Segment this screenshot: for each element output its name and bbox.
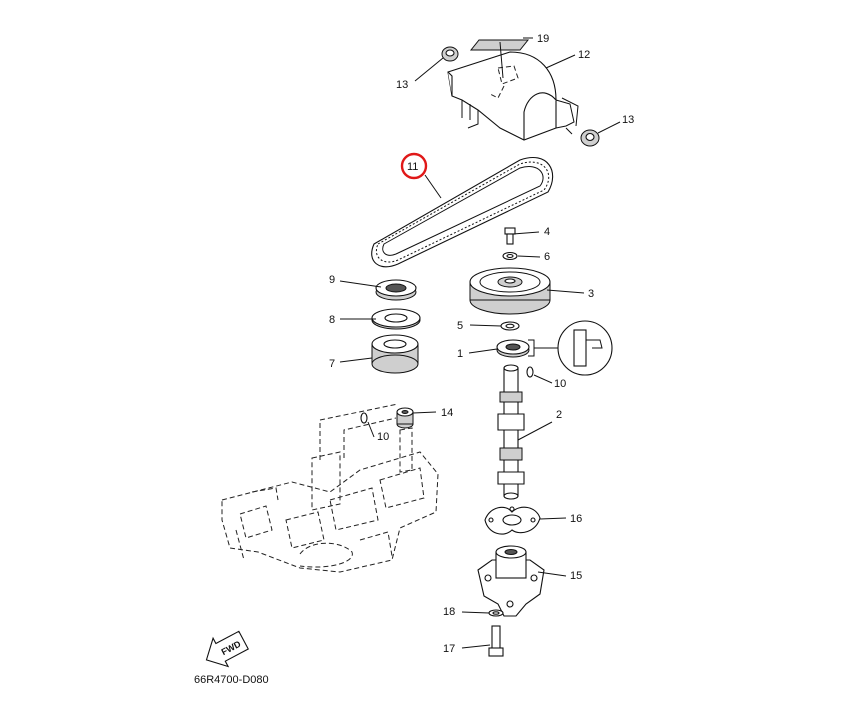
washer-part bbox=[502, 251, 518, 261]
bearing-part bbox=[496, 339, 530, 358]
grommet-part bbox=[441, 46, 459, 62]
highlight-ring bbox=[400, 152, 428, 180]
camshaft-part bbox=[497, 364, 525, 500]
detail-inset bbox=[528, 320, 613, 376]
drive-pulley-part bbox=[371, 334, 419, 374]
callout-7[interactable]: 7 bbox=[329, 358, 335, 370]
washer-part bbox=[500, 321, 520, 331]
bolt-part bbox=[504, 227, 516, 245]
callout-17[interactable]: 17 bbox=[443, 643, 455, 655]
callout-4[interactable]: 4 bbox=[544, 226, 550, 238]
callout-9[interactable]: 9 bbox=[329, 274, 335, 286]
callout-15[interactable]: 15 bbox=[570, 570, 582, 582]
dowel-pin-part bbox=[526, 366, 534, 378]
callout-6[interactable]: 6 bbox=[544, 251, 550, 263]
callout-19[interactable]: 19 bbox=[537, 33, 549, 45]
timing-belt-part bbox=[371, 157, 554, 268]
oil-seal-part bbox=[375, 279, 417, 301]
callout-8[interactable]: 8 bbox=[329, 314, 335, 326]
oil-pump-part bbox=[477, 545, 545, 617]
callout-labels: 19 12 13 13 11 4 6 3 9 8 5 1 7 10 14 10 … bbox=[329, 33, 634, 655]
callout-16[interactable]: 16 bbox=[570, 513, 582, 525]
callout-10[interactable]: 10 bbox=[554, 378, 566, 390]
decal-part bbox=[469, 39, 530, 51]
camshaft-pulley-part bbox=[469, 267, 551, 315]
callout-5[interactable]: 5 bbox=[457, 320, 463, 332]
grommet-part bbox=[580, 129, 600, 147]
callout-18[interactable]: 18 bbox=[443, 606, 455, 618]
belt-cover-part bbox=[447, 51, 579, 141]
washer-part bbox=[488, 609, 504, 617]
leader-lines bbox=[339, 37, 621, 649]
callout-3[interactable]: 3 bbox=[588, 288, 594, 300]
diagram-code: 66R4700-D080 bbox=[194, 674, 269, 686]
callout-10[interactable]: 10 bbox=[377, 431, 389, 443]
callout-2[interactable]: 2 bbox=[556, 409, 562, 421]
bolt-part bbox=[488, 625, 504, 657]
callout-14[interactable]: 14 bbox=[441, 407, 453, 419]
callout-1[interactable]: 1 bbox=[457, 348, 463, 360]
cap-part bbox=[396, 407, 414, 429]
callout-12[interactable]: 12 bbox=[578, 49, 590, 61]
callout-11[interactable]: 11 bbox=[407, 161, 418, 173]
callout-13[interactable]: 13 bbox=[396, 79, 408, 91]
callout-13[interactable]: 13 bbox=[622, 114, 634, 126]
fwd-arrow: FWD bbox=[205, 630, 249, 668]
dowel-pin-part bbox=[360, 412, 368, 424]
plate-part bbox=[371, 308, 421, 330]
cylinder-block-outline bbox=[221, 403, 439, 573]
gasket-part bbox=[484, 506, 541, 535]
